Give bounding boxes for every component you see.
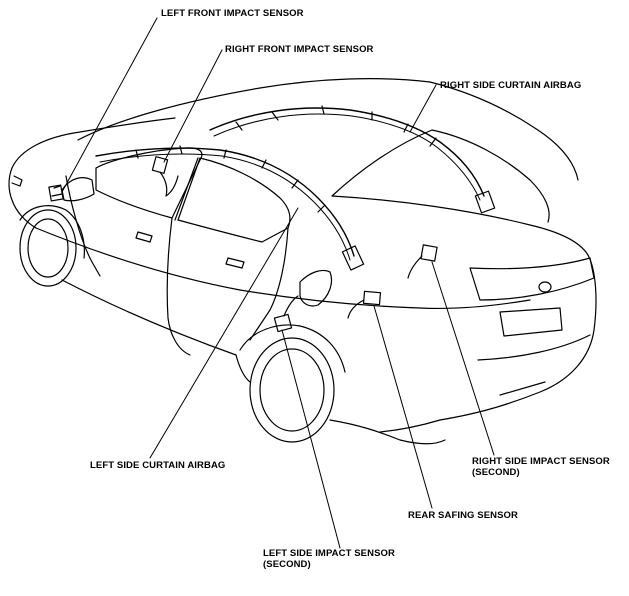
label-left-side-impact-sensor-line1: LEFT SIDE IMPACT SENSOR	[263, 548, 395, 559]
leader-rear-safing-sensor	[373, 305, 433, 509]
side-lower-rear	[329, 419, 446, 445]
left-curtain-inflator	[341, 245, 365, 271]
right-curtain-inflator	[474, 190, 496, 214]
label-right-side-curtain-airbag: RIGHT SIDE CURTAIN AIRBAG	[440, 80, 582, 91]
label-right-front-impact-sensor: RIGHT FRONT IMPACT SENSOR	[225, 44, 374, 55]
hood-outline	[11, 117, 176, 169]
label-left-side-impact-sensor-line2: (SECOND)	[263, 559, 311, 570]
label-left-side-impact-sensor: LEFT SIDE IMPACT SENSOR (SECOND)	[263, 548, 395, 570]
side-body-top	[35, 227, 531, 310]
leader-right-side-impact-sensor	[431, 261, 495, 456]
leader-right-curtain-airbag	[409, 84, 437, 133]
right-side-impact-sensor	[407, 244, 438, 279]
left-side-impact-sensor	[273, 295, 299, 333]
label-right-side-impact-sensor-line1: RIGHT SIDE IMPACT SENSOR	[472, 456, 610, 467]
leader-lines	[61, 17, 495, 549]
front-wheel	[19, 205, 85, 287]
side-mirror	[61, 177, 95, 202]
front-door-handle	[135, 231, 153, 243]
left-front-impact-sensor	[48, 184, 64, 202]
rear-door-line	[249, 227, 289, 341]
taillight	[469, 257, 595, 301]
front-bumper	[8, 167, 37, 229]
leader-left-front-impact-sensor	[61, 17, 158, 193]
roof-outline	[77, 78, 431, 141]
leader-left-side-impact-sensor	[281, 329, 341, 549]
front-door-line	[65, 175, 101, 277]
label-left-side-curtain-airbag: LEFT SIDE CURTAIN AIRBAG	[90, 460, 226, 471]
side-sill	[61, 279, 237, 356]
label-left-front-impact-sensor: LEFT FRONT IMPACT SENSOR	[161, 8, 304, 19]
right-front-impact-sensor	[151, 156, 179, 197]
front-door-window	[95, 147, 203, 219]
rear-door-handle	[225, 257, 245, 269]
leader-right-front-impact-sensor	[163, 49, 223, 163]
emblem	[538, 281, 552, 293]
left-curtain-airbag	[95, 147, 355, 257]
right-curtain-airbag	[209, 107, 485, 197]
rear-end	[439, 254, 597, 421]
rear-wheel	[239, 324, 346, 443]
rear-deck	[331, 195, 589, 256]
rear-door-window	[177, 157, 291, 243]
leader-left-curtain-airbag	[149, 207, 299, 459]
label-right-side-impact-sensor: RIGHT SIDE IMPACT SENSOR (SECOND)	[472, 456, 610, 478]
label-right-side-impact-sensor-line2: (SECOND)	[472, 467, 520, 478]
label-rear-safing-sensor: REAR SAFING SENSOR	[408, 510, 519, 521]
fuel-door	[299, 269, 333, 307]
rear-safing-sensor	[347, 290, 382, 319]
